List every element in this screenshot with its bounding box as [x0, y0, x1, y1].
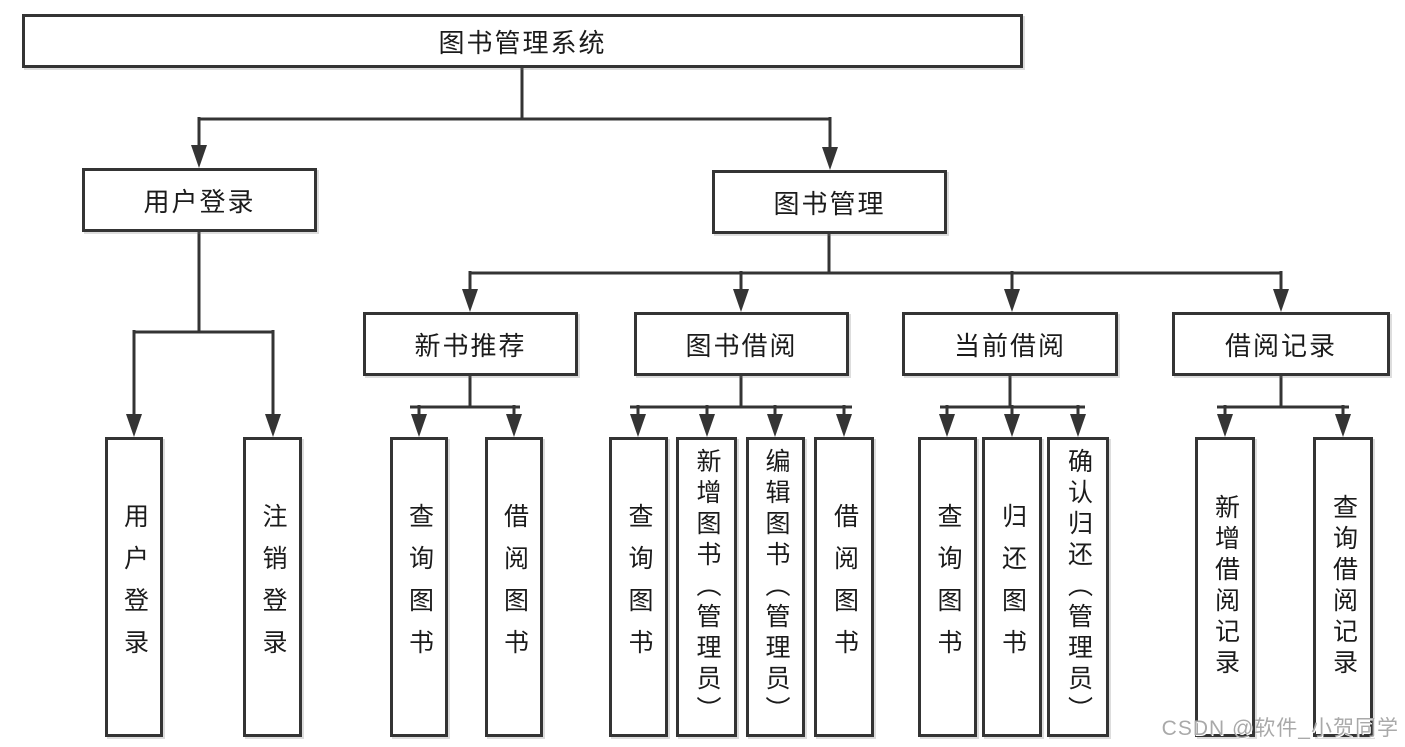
- leaf-add-borrow-record: 新增借阅记录: [1195, 437, 1255, 737]
- leaf-query-borrow-record: 查询借阅记录: [1313, 437, 1373, 737]
- leaf-query-books-borrowing: 查询图书: [609, 437, 668, 737]
- leaf-edit-books-admin: 编辑图书（管理员）: [746, 437, 805, 737]
- node-user-login: 用户登录: [82, 168, 317, 232]
- leaf-user-login: 用户登录: [105, 437, 163, 737]
- node-new-book-recommend: 新书推荐: [363, 312, 578, 376]
- leaf-query-books-recommend: 查询图书: [390, 437, 448, 737]
- leaf-confirm-return-admin: 确认归还（管理员）: [1047, 437, 1109, 737]
- node-borrow-records: 借阅记录: [1172, 312, 1390, 376]
- node-root: 图书管理系统: [22, 14, 1023, 68]
- leaf-logout: 注销登录: [243, 437, 302, 737]
- leaf-query-books-current: 查询图书: [918, 437, 977, 737]
- leaf-return-books: 归还图书: [982, 437, 1042, 737]
- leaf-borrow-books-recommend: 借阅图书: [485, 437, 543, 737]
- node-book-borrowing: 图书借阅: [634, 312, 849, 376]
- leaf-borrow-books-borrowing: 借阅图书: [814, 437, 874, 737]
- leaf-add-books-admin: 新增图书（管理员）: [676, 437, 737, 737]
- watermark: CSDN @软件_小贺同学: [1161, 717, 1399, 740]
- node-current-borrowing: 当前借阅: [902, 312, 1118, 376]
- node-book-management: 图书管理: [712, 170, 947, 234]
